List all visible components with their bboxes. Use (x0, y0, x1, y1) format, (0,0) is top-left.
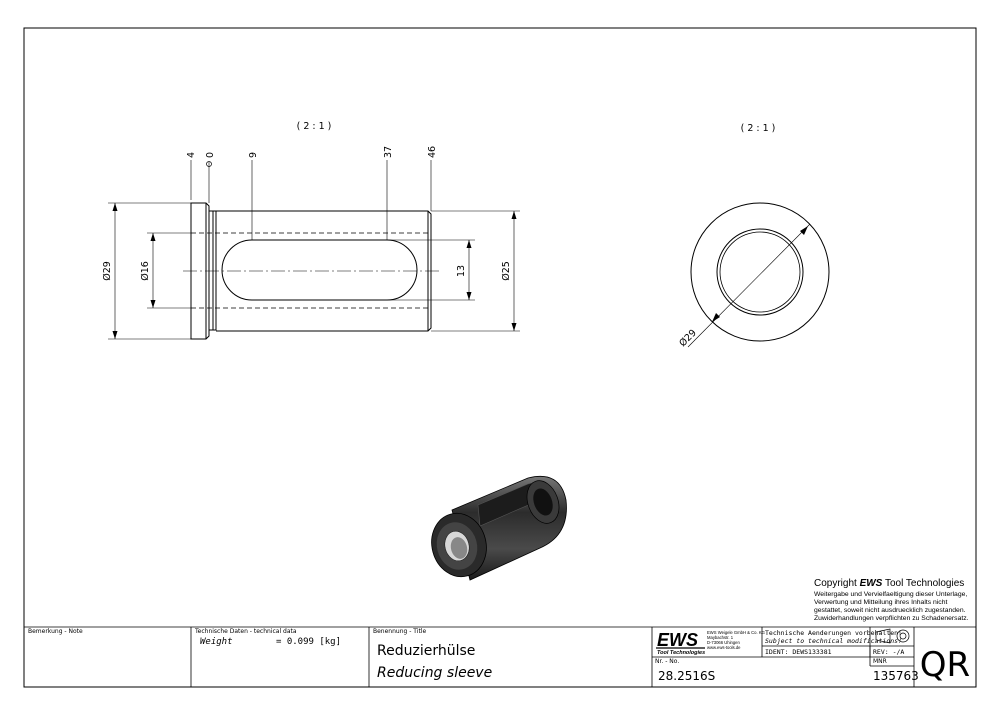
number-label: Nr. - No. (655, 658, 679, 665)
dim-bore-diameter: Ø16 (140, 261, 151, 281)
dim-top-9: 9 (248, 152, 259, 158)
ident-value: IDENT: DEWS133381 (765, 648, 832, 656)
iso-bore-shadow (450, 537, 468, 559)
dim-slot-width: 13 (456, 265, 467, 277)
company-line-3: D-73066 Uhingen (707, 640, 740, 645)
side-view (687, 202, 830, 348)
projection-symbol-icon (875, 628, 910, 644)
front-dimensions (108, 160, 520, 340)
company-line-1: EWS Weigele GmbH & Co. KG (707, 630, 765, 635)
dim-top-0: 0 (205, 152, 216, 158)
front-view-scale: ( 2 : 1 ) (297, 121, 332, 132)
weight-label: Weight (200, 637, 233, 647)
datum-origin-icon (206, 161, 212, 167)
side-outer-circle (690, 202, 830, 342)
dim-side-diameter: Ø29 (677, 327, 699, 349)
dim-flange-diameter: Ø29 (102, 261, 113, 281)
techdata-label: Technische Daten - technical data (194, 628, 297, 635)
front-dimension-arrows (112, 203, 517, 339)
change-note-german: Technische Aenderungen vorbehalten! (765, 629, 902, 637)
change-note-english: Subject to technical modifications! (765, 637, 902, 645)
copyright-line-3: gestattet, soweit nicht ausdruecklich zu… (814, 607, 966, 614)
side-bore-circle (719, 231, 801, 313)
copyright-line-1: Weitergabe und Vervielfaeltigung dieser … (814, 591, 967, 598)
drawing-frame (23, 27, 977, 688)
dim-top-46: 46 (427, 146, 438, 158)
weight-value: = 0.099 [kg] (276, 637, 341, 647)
side-view-scale: ( 2 : 1 ) (741, 123, 776, 134)
ews-logo: EWS (657, 630, 698, 650)
copyright-line-2: Verwertung und Mitteilung ihres Inhalts … (814, 599, 947, 606)
company-line-2: Maybachstr. 1 (707, 635, 734, 640)
dim-top-37: 37 (383, 146, 394, 158)
remark-label: Bemerkung - Note (28, 628, 83, 635)
front-view (183, 202, 440, 340)
title-block (24, 626, 976, 687)
iso-end-bore (533, 488, 553, 516)
dim-body-diameter: Ø25 (501, 261, 512, 281)
qr-mark: QR (920, 645, 970, 685)
title-german: Reduzierhülse (377, 643, 475, 659)
company-line-4: www.ews-tools.de (707, 645, 741, 650)
isometric-view (431, 475, 567, 581)
mnr-value: 135763 (873, 669, 919, 683)
title-english: Reducing sleeve (377, 665, 492, 681)
mnr-label: MNR (873, 658, 887, 665)
copyright-title: Copyright EWS Tool Technologies (814, 578, 964, 589)
ews-logo-sub: Tool Technologies (657, 650, 705, 656)
side-inner-circle (716, 228, 804, 316)
copyright-line-4: Zuwiderhandlungen verpflichten zu Schade… (814, 615, 969, 622)
slot-outline (221, 239, 418, 301)
dim-top-4: 4 (186, 152, 197, 158)
side-dim-leader (687, 223, 811, 348)
side-dimension-arrows (712, 226, 808, 322)
title-label: Benennung - Title (373, 628, 426, 635)
number-value: 28.2516S (658, 669, 715, 683)
revision-value: REV: -/A (873, 648, 904, 656)
